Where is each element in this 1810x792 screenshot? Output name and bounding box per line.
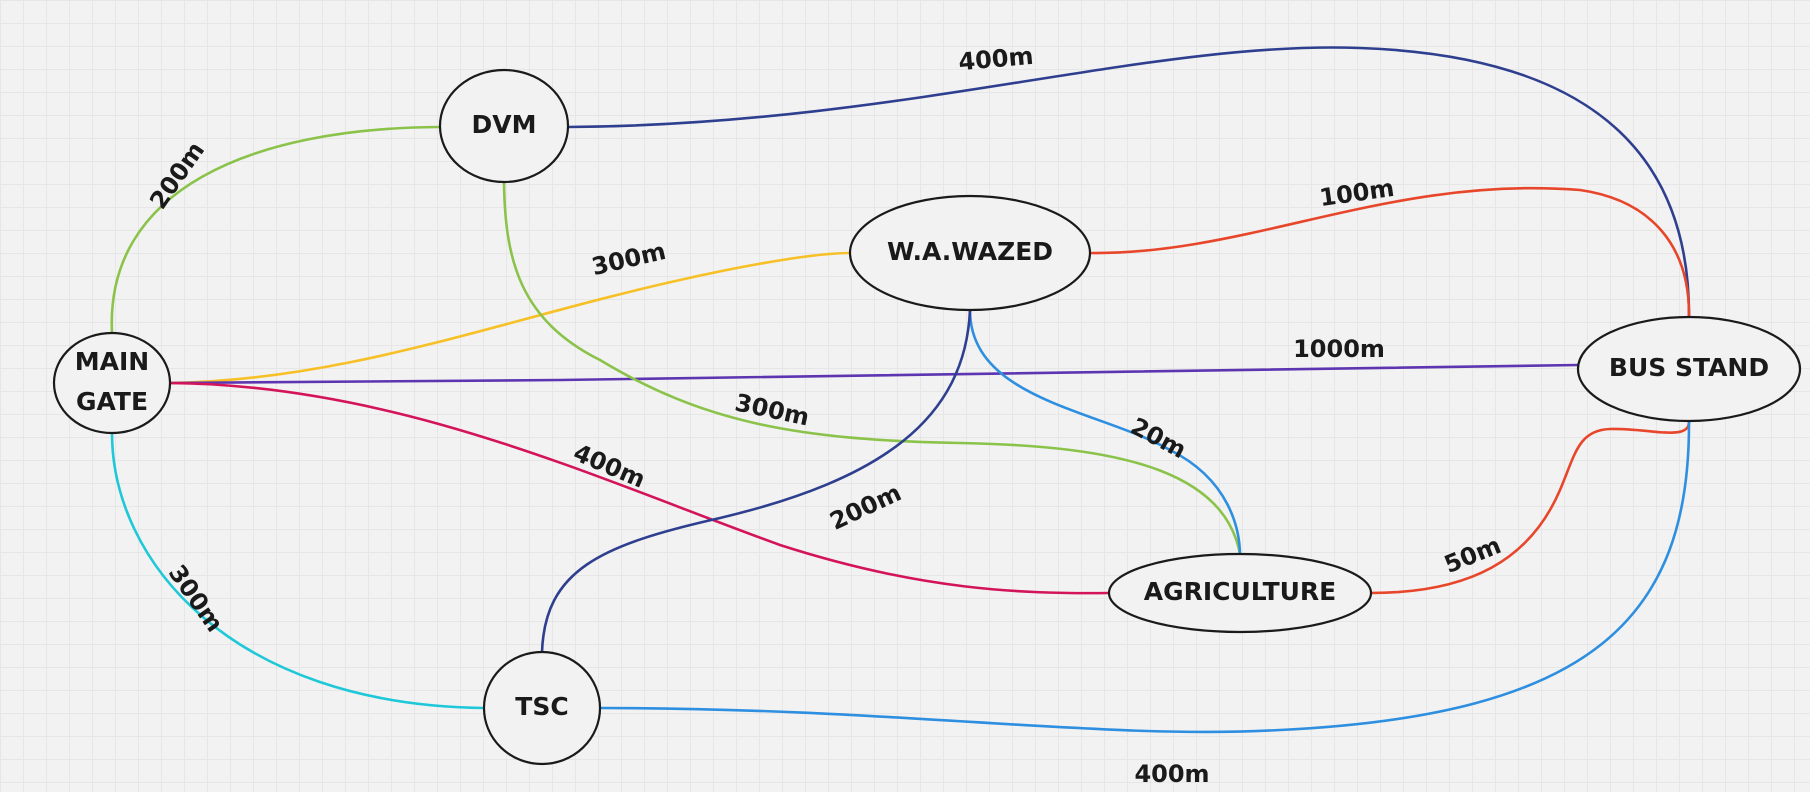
edges-layer [110, 46, 1691, 734]
edge-maingate-tsc [110, 431, 486, 710]
edge-wawazed-agriculture [968, 308, 1242, 558]
edge-maingate-wawazed [168, 251, 852, 385]
edge-label-wawazed-busstand: 100m [1318, 174, 1396, 212]
edge-tsc-busstand [598, 419, 1691, 734]
edge-label-maingate-tsc: 300m [163, 560, 229, 638]
node-agriculture: AGRICULTURE [1107, 552, 1373, 634]
node-label-maingate: GATE [76, 387, 148, 416]
edge-maingate-agriculture [168, 381, 1111, 595]
edge-label-wawazed-tsc: 200m [826, 479, 906, 536]
edge-label-dvm-agriculture: 300m [733, 389, 812, 432]
node-dvm: DVM [438, 68, 570, 184]
nodes-layer: DVM W.A.WAZED MAIN GATE BUS STAND AGRICULTURE… [52, 68, 1802, 766]
edge-dvm-agriculture [502, 180, 1244, 576]
node-label-maingate: MAIN [75, 347, 149, 376]
node-busstand: BUS STAND [1576, 315, 1802, 423]
node-shape-wawazed [848, 194, 1092, 312]
node-tsc: TSC [482, 650, 602, 766]
edge-label-maingate-agriculture: 400m [569, 439, 649, 494]
node-shape-tsc [482, 650, 602, 766]
edge-label-wawazed-agriculture: 20m [1126, 412, 1191, 464]
edge-wawazed-tsc [540, 308, 972, 654]
edge-agriculture-busstand [1369, 419, 1691, 595]
node-label-agriculture: AGRICULTURE [1144, 577, 1337, 606]
node-label-dvm: DVM [472, 110, 537, 139]
edge-labels-layer: 200m 400m 100m 300m 1000m 300m 20m 400m 200m 300m… [144, 42, 1505, 788]
edge-maingate-busstand [168, 363, 1580, 385]
node-maingate: MAIN GATE [52, 331, 172, 435]
node-label-wawazed: W.A.WAZED [887, 237, 1053, 266]
node-shape-busstand [1576, 315, 1802, 423]
node-wawazed: W.A.WAZED [848, 194, 1092, 312]
node-shape-maingate [52, 331, 172, 435]
node-shape-dvm [438, 68, 570, 184]
node-label-busstand: BUS STAND [1609, 353, 1769, 382]
node-shape-agriculture [1107, 552, 1373, 634]
edge-label-tsc-busstand: 400m [1134, 760, 1209, 788]
edge-label-maingate-busstand: 1000m [1293, 335, 1385, 363]
node-label-tsc: TSC [515, 692, 568, 721]
edge-wawazed-busstand [1088, 186, 1691, 319]
edge-label-maingate-dvm: 200m [144, 137, 210, 215]
edge-dvm-busstand [566, 46, 1691, 319]
edge-label-dvm-busstand: 400m [957, 42, 1034, 76]
edge-maingate-dvm [110, 125, 442, 335]
edge-label-maingate-wawazed: 300m [589, 237, 668, 281]
edge-label-agriculture-busstand: 50m [1440, 531, 1505, 579]
